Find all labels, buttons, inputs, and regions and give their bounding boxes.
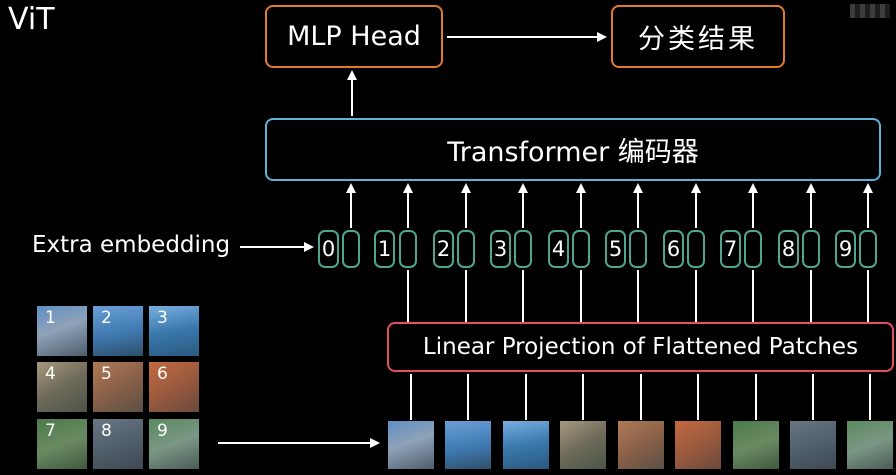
- token-embedding-7: [744, 230, 762, 268]
- grid-patch-5: 5: [93, 362, 143, 412]
- sequence-patch-2: [445, 421, 491, 469]
- token-number-7: 7: [720, 230, 741, 268]
- token-number-0: 0: [318, 230, 339, 268]
- grid-patch-7: 7: [37, 419, 87, 469]
- linear-projection-box: Linear Projection of Flattened Patches: [387, 322, 894, 372]
- classification-result-box: 分类结果: [611, 5, 785, 68]
- sequence-patch-9: [847, 421, 893, 469]
- transformer-encoder-box: Transformer 编码器: [265, 118, 881, 181]
- token-number-1: 1: [374, 230, 395, 268]
- token-embedding-8: [802, 230, 820, 268]
- watermark-pattern: [850, 4, 890, 18]
- grid-patch-4: 4: [37, 362, 87, 412]
- token-embedding-9: [859, 230, 877, 268]
- grid-patch-2: 2: [93, 306, 143, 356]
- token-embedding-1: [399, 230, 417, 268]
- token-embedding-6: [687, 230, 705, 268]
- grid-patch-3: 3: [149, 306, 199, 356]
- token-number-6: 6: [663, 230, 684, 268]
- extra-embedding-label: Extra embedding: [32, 232, 231, 258]
- sequence-patch-6: [675, 421, 721, 469]
- token-number-5: 5: [605, 230, 626, 268]
- sequence-patch-4: [560, 421, 606, 469]
- sequence-patch-1: [388, 421, 434, 469]
- token-embedding-0: [342, 230, 360, 268]
- sequence-patch-8: [790, 421, 836, 469]
- sequence-patch-3: [503, 421, 549, 469]
- token-embedding-2: [457, 230, 475, 268]
- token-number-4: 4: [548, 230, 569, 268]
- token-embedding-3: [514, 230, 532, 268]
- token-number-9: 9: [835, 230, 856, 268]
- token-number-3: 3: [490, 230, 511, 268]
- diagram-title: ViT: [8, 2, 55, 37]
- token-embedding-4: [572, 230, 590, 268]
- grid-patch-9: 9: [149, 419, 199, 469]
- token-number-2: 2: [433, 230, 454, 268]
- token-number-8: 8: [778, 230, 799, 268]
- sequence-patch-7: [733, 421, 779, 469]
- grid-patch-6: 6: [149, 362, 199, 412]
- token-embedding-5: [629, 230, 647, 268]
- grid-patch-1: 1: [37, 306, 87, 356]
- mlp-head-box: MLP Head: [265, 5, 443, 68]
- grid-patch-8: 8: [93, 419, 143, 469]
- sequence-patch-5: [618, 421, 664, 469]
